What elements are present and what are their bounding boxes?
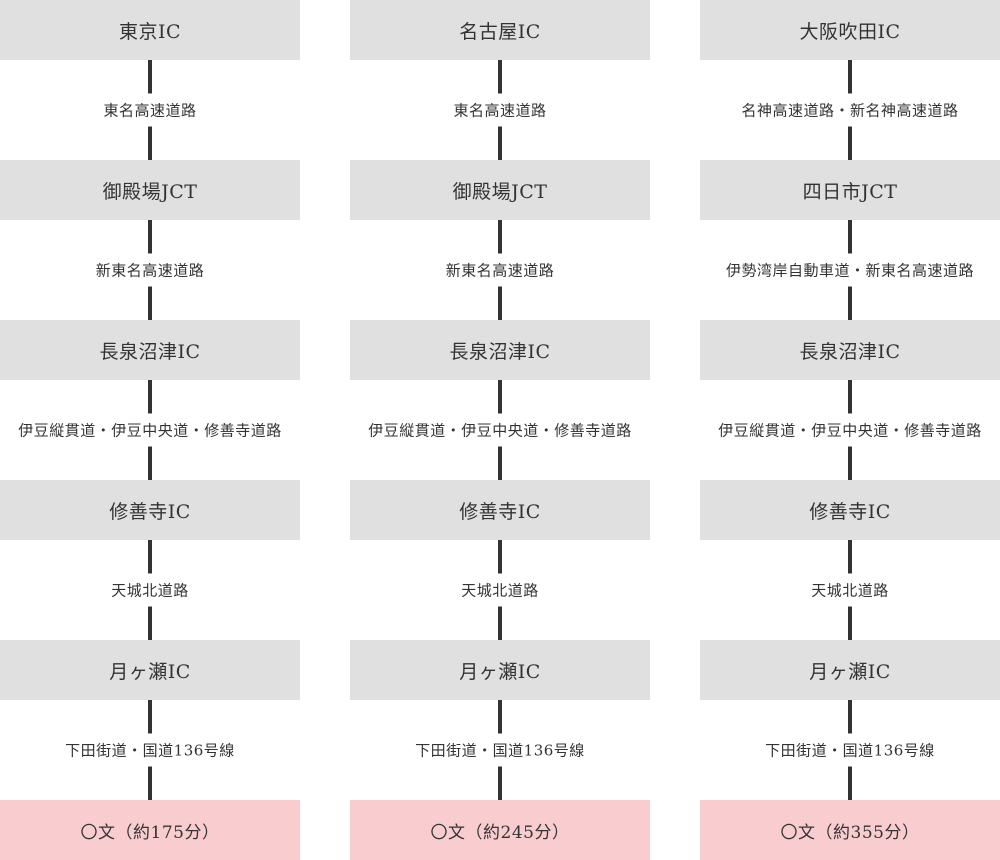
- road-label: 伊豆縦貫道・伊豆中央道・修善寺道路: [716, 413, 984, 447]
- road-label: 伊豆縦貫道・伊豆中央道・修善寺道路: [16, 413, 284, 447]
- road-label: 天城北道路: [459, 573, 541, 607]
- route-from-tokyo: 東京IC 東名高速道路 御殿場JCT 新東名高速道路 長泉沼津IC 伊豆縦貫道・…: [0, 0, 300, 860]
- road-connector: 天城北道路: [700, 540, 1000, 640]
- road-connector: 下田街道・国道136号線: [0, 700, 300, 800]
- route-from-nagoya: 名古屋IC 東名高速道路 御殿場JCT 新東名高速道路 長泉沼津IC 伊豆縦貫道…: [350, 0, 650, 860]
- route-from-osaka: 大阪吹田IC 名神高速道路・新名神高速道路 四日市JCT 伊勢湾岸自動車道・新東…: [700, 0, 1000, 860]
- stop-box: 名古屋IC: [350, 0, 650, 60]
- stop-box: 修善寺IC: [0, 480, 300, 540]
- stop-box: 四日市JCT: [700, 160, 1000, 220]
- stop-box: 御殿場JCT: [350, 160, 650, 220]
- road-label: 新東名高速道路: [443, 253, 557, 287]
- road-connector: 伊豆縦貫道・伊豆中央道・修善寺道路: [0, 380, 300, 480]
- stop-box: 月ヶ瀬IC: [700, 640, 1000, 700]
- road-label: 名神高速道路・新名神高速道路: [739, 93, 961, 127]
- stop-box: 長泉沼津IC: [700, 320, 1000, 380]
- stop-box: 御殿場JCT: [0, 160, 300, 220]
- stop-box: 大阪吹田IC: [700, 0, 1000, 60]
- road-connector: 下田街道・国道136号線: [700, 700, 1000, 800]
- road-connector: 伊勢湾岸自動車道・新東名高速道路: [700, 220, 1000, 320]
- stop-box: 月ヶ瀬IC: [0, 640, 300, 700]
- road-connector: 東名高速道路: [350, 60, 650, 160]
- road-label: 下田街道・国道136号線: [763, 733, 937, 767]
- destination-box: 〇文（約245分）: [350, 800, 650, 860]
- road-label: 下田街道・国道136号線: [63, 733, 237, 767]
- road-connector: 伊豆縦貫道・伊豆中央道・修善寺道路: [350, 380, 650, 480]
- road-connector: 伊豆縦貫道・伊豆中央道・修善寺道路: [700, 380, 1000, 480]
- road-label: 新東名高速道路: [93, 253, 207, 287]
- road-connector: 新東名高速道路: [350, 220, 650, 320]
- stop-box: 修善寺IC: [700, 480, 1000, 540]
- road-connector: 天城北道路: [350, 540, 650, 640]
- stop-box: 長泉沼津IC: [350, 320, 650, 380]
- stop-box: 長泉沼津IC: [0, 320, 300, 380]
- stop-box: 東京IC: [0, 0, 300, 60]
- road-label: 天城北道路: [109, 573, 191, 607]
- road-connector: 名神高速道路・新名神高速道路: [700, 60, 1000, 160]
- stop-box: 修善寺IC: [350, 480, 650, 540]
- road-connector: 東名高速道路: [0, 60, 300, 160]
- destination-box: 〇文（約175分）: [0, 800, 300, 860]
- road-connector: 下田街道・国道136号線: [350, 700, 650, 800]
- road-label: 東名高速道路: [451, 93, 549, 127]
- road-label: 東名高速道路: [101, 93, 199, 127]
- road-label: 伊勢湾岸自動車道・新東名高速道路: [723, 253, 976, 287]
- road-connector: 天城北道路: [0, 540, 300, 640]
- stop-box: 月ヶ瀬IC: [350, 640, 650, 700]
- destination-box: 〇文（約355分）: [700, 800, 1000, 860]
- road-label: 伊豆縦貫道・伊豆中央道・修善寺道路: [366, 413, 634, 447]
- road-connector: 新東名高速道路: [0, 220, 300, 320]
- road-label: 下田街道・国道136号線: [413, 733, 587, 767]
- road-label: 天城北道路: [809, 573, 891, 607]
